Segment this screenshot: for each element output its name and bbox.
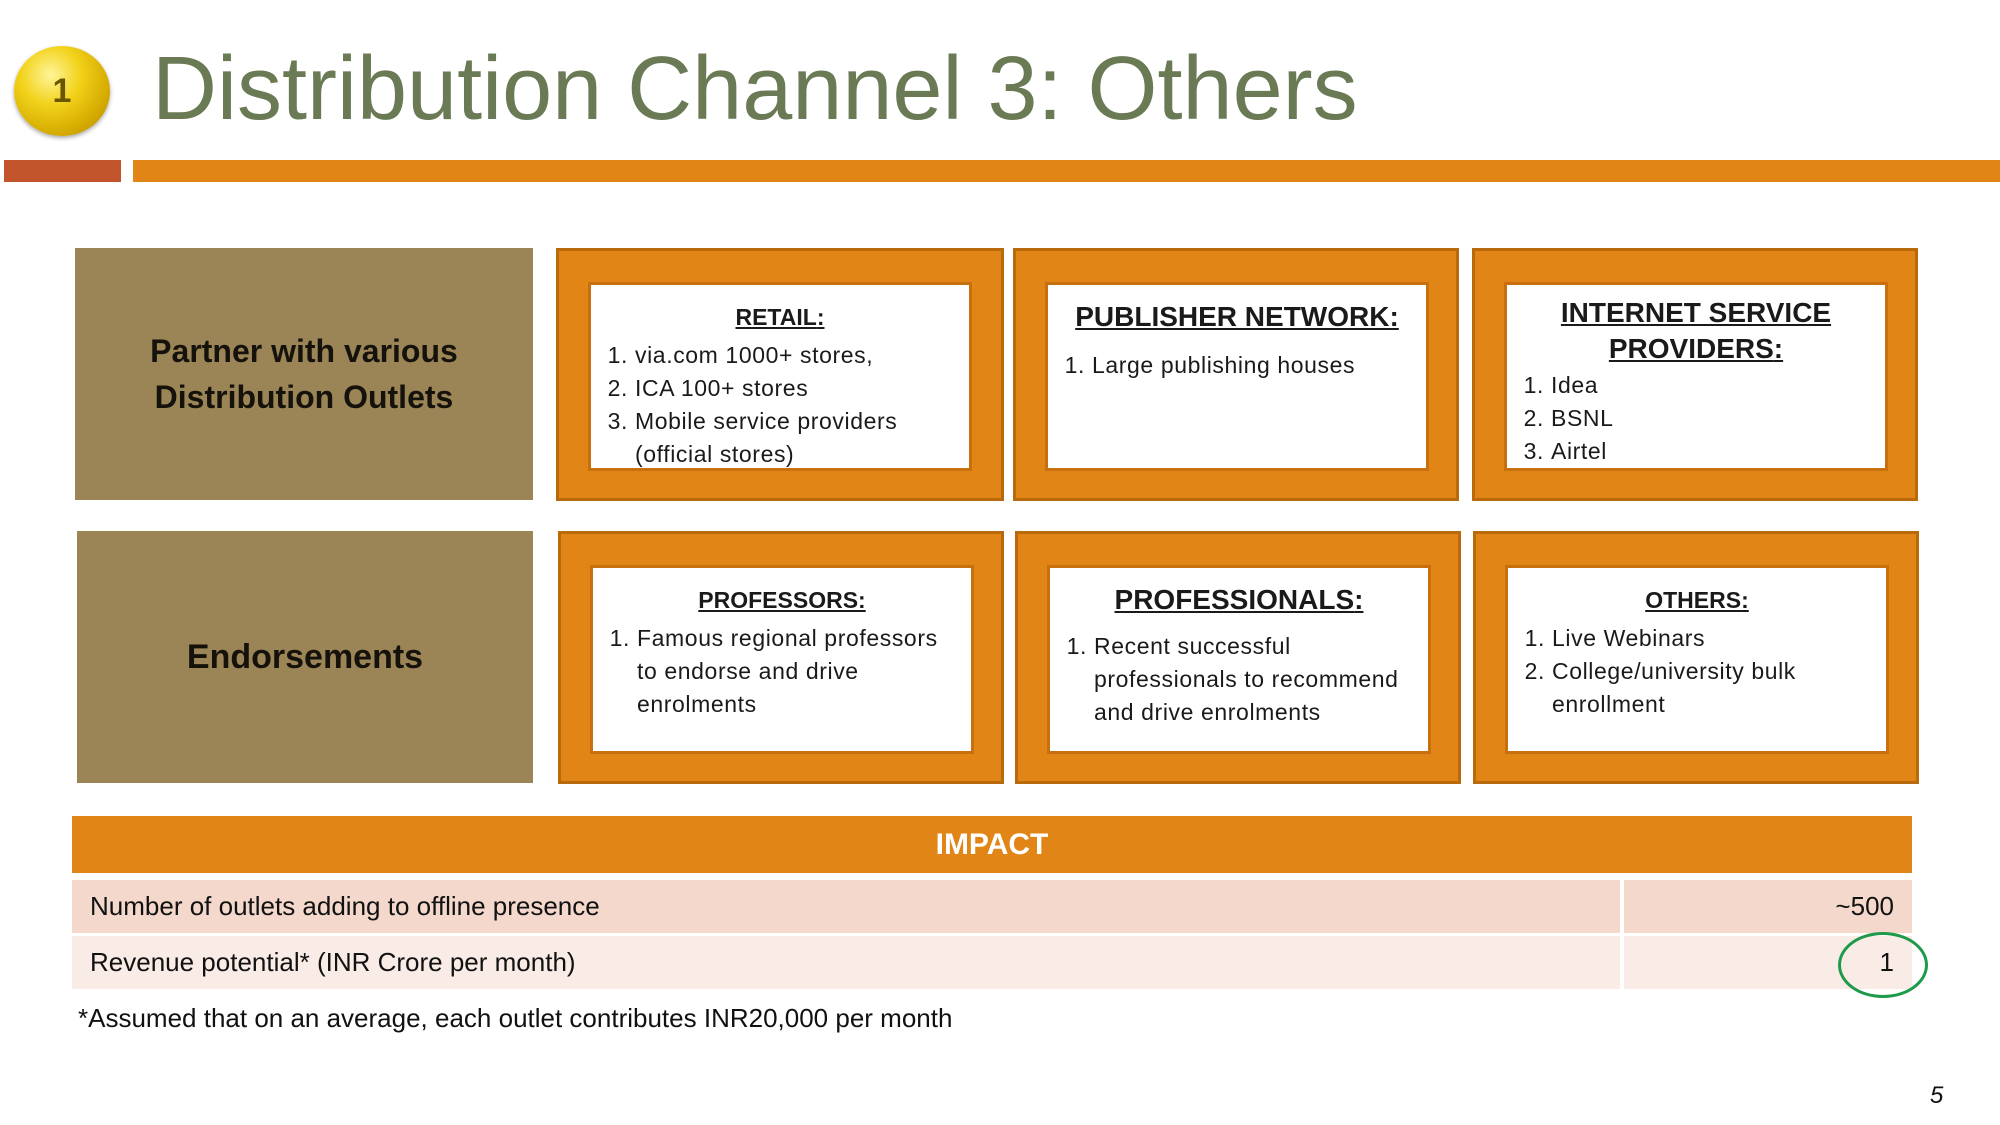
publisher-box-content: PUBLISHER NETWORK: Large publishing hous… — [1045, 282, 1429, 471]
list-item: BSNL — [1551, 402, 1867, 435]
others-list: Live Webinars College/university bulk en… — [1526, 622, 1868, 721]
impact-header: IMPACT — [72, 816, 1912, 873]
others-box: OTHERS: Live Webinars College/university… — [1473, 531, 1919, 784]
highlight-circle — [1838, 932, 1928, 998]
list-item: Famous regional professors to endorse an… — [637, 622, 953, 721]
professionals-box-content: PROFESSIONALS: Recent successful profess… — [1047, 565, 1431, 754]
list-item: Idea — [1551, 369, 1867, 402]
others-box-content: OTHERS: Live Webinars College/university… — [1505, 565, 1889, 754]
list-item: ICA 100+ stores — [635, 372, 951, 405]
professionals-list: Recent successful professionals to recom… — [1068, 630, 1410, 729]
list-item: Airtel — [1551, 435, 1867, 468]
box-heading: PROFESSIONALS — [1114, 584, 1355, 615]
isp-box: INTERNET SERVICE PROVIDERS: Idea BSNL Ai… — [1472, 248, 1918, 501]
isp-list: Idea BSNL Airtel — [1525, 369, 1867, 468]
category-line: Partner with various — [150, 333, 458, 369]
badge-number: 1 — [52, 71, 72, 110]
publisher-list: Large publishing houses — [1066, 349, 1408, 382]
publisher-network-box: PUBLISHER NETWORK: Large publishing hous… — [1013, 248, 1459, 501]
list-item: College/university bulk enrollment — [1552, 655, 1868, 721]
retail-box: RETAIL: via.com 1000+ stores, ICA 100+ s… — [556, 248, 1004, 501]
box-heading: OTHERS — [1645, 587, 1742, 613]
isp-box-content: INTERNET SERVICE PROVIDERS: Idea BSNL Ai… — [1504, 282, 1888, 471]
professors-box-content: PROFESSORS: Famous regional professors t… — [590, 565, 974, 754]
slide-title: Distribution Channel 3: Others — [152, 39, 1358, 139]
retail-box-content: RETAIL: via.com 1000+ stores, ICA 100+ s… — [588, 282, 972, 471]
category-line: Endorsements — [186, 637, 424, 676]
box-heading: PUBLISHER NETWORK — [1075, 301, 1390, 332]
box-heading: INTERNET SERVICE PROVIDERS — [1560, 297, 1832, 364]
list-item: Mobile service providers (official store… — [635, 405, 951, 471]
box-heading: RETAIL — [735, 304, 817, 330]
impact-label: Revenue potential* (INR Crore per month) — [72, 936, 1624, 989]
professors-list: Famous regional professors to endorse an… — [611, 622, 953, 721]
professionals-box: PROFESSIONALS: Recent successful profess… — [1015, 531, 1461, 784]
retail-list: via.com 1000+ stores, ICA 100+ stores Mo… — [609, 339, 951, 471]
box-heading: PROFESSORS — [698, 587, 859, 613]
impact-value: ~500 — [1835, 891, 1894, 921]
footnote: *Assumed that on an average, each outlet… — [78, 1003, 953, 1033]
table-row: Revenue potential* (INR Crore per month)… — [72, 936, 1912, 989]
professors-box: PROFESSORS: Famous regional professors t… — [558, 531, 1004, 784]
impact-label: Number of outlets adding to offline pres… — [72, 880, 1624, 933]
table-row: Number of outlets adding to offline pres… — [72, 880, 1912, 933]
list-item: Large publishing houses — [1092, 349, 1408, 382]
list-item: Recent successful professionals to recom… — [1094, 630, 1410, 729]
category-distribution-outlets: Partner with various Distribution Outlet… — [75, 248, 533, 500]
category-line: Distribution Outlets — [154, 379, 454, 415]
title-divider-bar — [133, 160, 2000, 182]
list-item: via.com 1000+ stores, — [635, 339, 951, 372]
list-item: Live Webinars — [1552, 622, 1868, 655]
category-endorsements: Endorsements — [77, 531, 533, 783]
slide-number-badge: 1 — [14, 46, 110, 136]
title-accent-bar — [4, 160, 121, 182]
page-number: 5 — [1930, 1082, 1944, 1109]
